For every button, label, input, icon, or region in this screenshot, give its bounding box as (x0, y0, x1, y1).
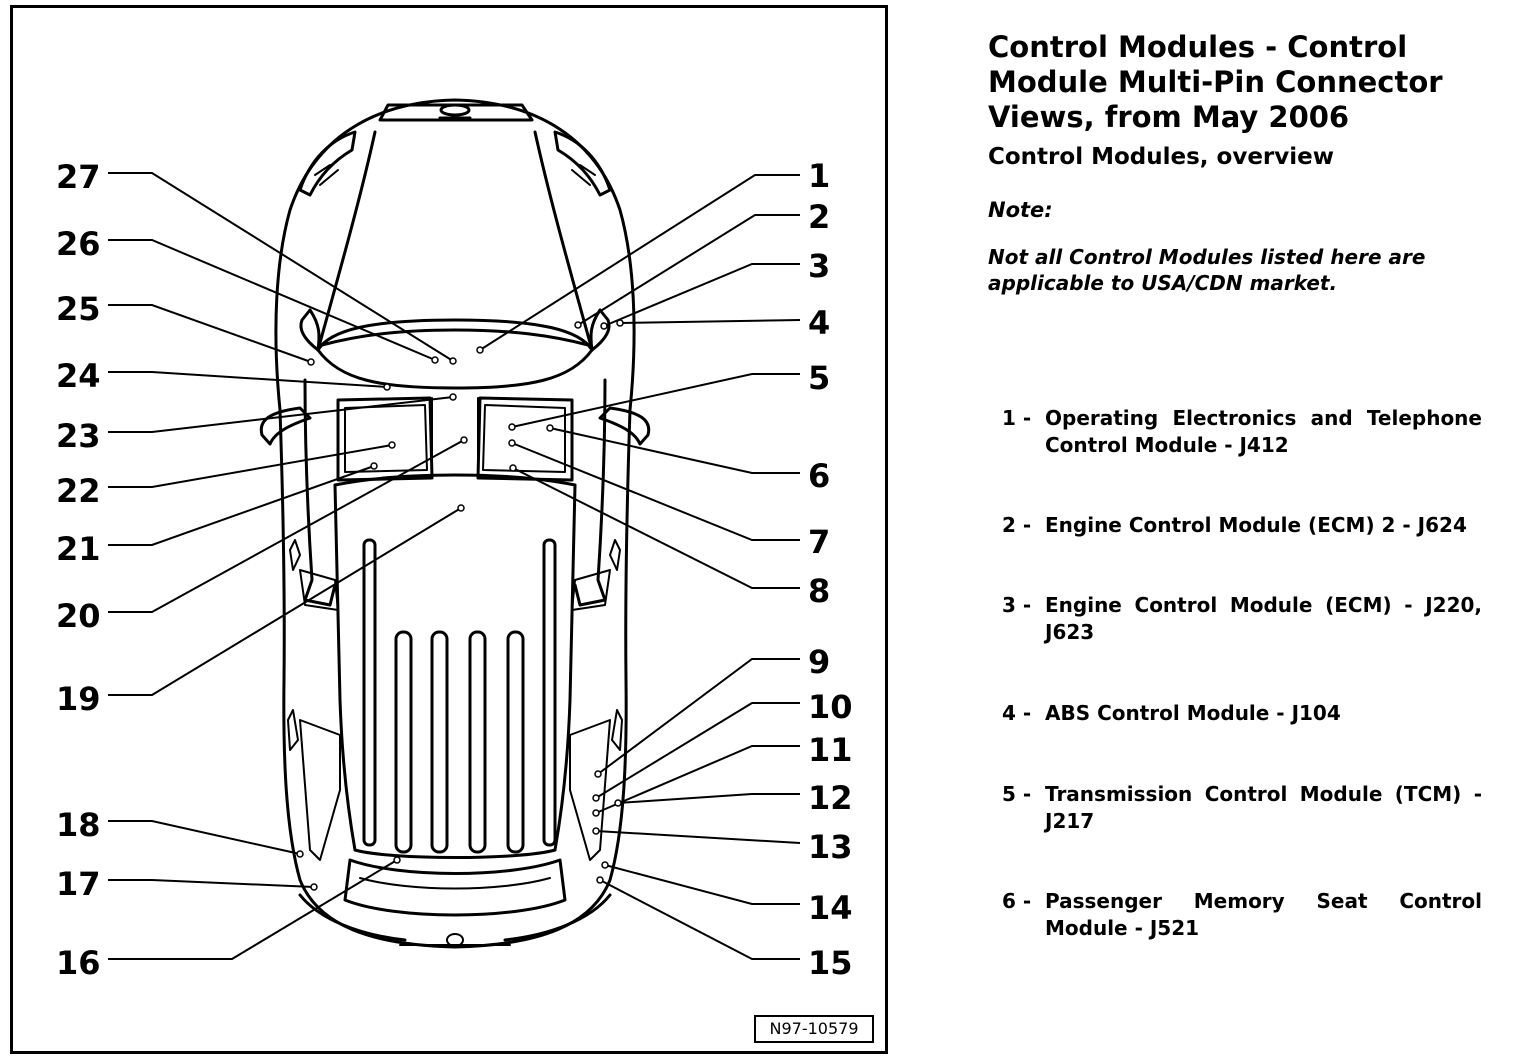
legend-number: 3 - (1002, 593, 1032, 617)
note-text: Not all Control Modules listed here are … (988, 245, 1426, 295)
callout-15: 15 (808, 944, 853, 982)
callout-6: 6 (808, 457, 830, 495)
legend-number: 5 - (1002, 782, 1032, 806)
connector-points (296, 319, 624, 891)
callout-12: 12 (808, 779, 853, 817)
legend-number: 1 - (1002, 406, 1032, 430)
legend-number: 4 - (1002, 701, 1032, 725)
callout-18: 18 (56, 806, 101, 844)
callout-7: 7 (808, 523, 830, 561)
callout-16: 16 (56, 944, 101, 982)
callout-8: 8 (808, 572, 830, 610)
callout-13: 13 (808, 828, 853, 866)
callout-22: 22 (56, 472, 101, 510)
legend-number: 6 - (1002, 889, 1032, 913)
callout-27: 27 (56, 158, 101, 196)
callout-24: 24 (56, 357, 101, 395)
callout-26: 26 (56, 225, 101, 263)
callout-14: 14 (808, 889, 853, 927)
legend-number: 2 - (1002, 513, 1032, 537)
legend-text: Transmission Control Module (TCM) - J217 (1045, 782, 1482, 833)
roof-rails (362, 538, 557, 854)
callout-9: 9 (808, 643, 830, 681)
legend-text: ABS Control Module - J104 (1045, 701, 1341, 725)
figure-id-label: N97-10579 (754, 1015, 874, 1043)
legend-text: Passenger Memory Seat Control Module - J… (1045, 889, 1482, 940)
callout-4: 4 (808, 304, 830, 342)
legend-text: Engine Control Module (ECM) - J220, J623 (1045, 593, 1482, 644)
callout-17: 17 (56, 865, 101, 903)
callout-10: 10 (808, 688, 853, 726)
vehicle-outline (259, 98, 651, 949)
leader-lines (108, 172, 801, 960)
text-column: Control Modules - Control Module Multi-P… (988, 30, 1484, 296)
figure-frame (10, 5, 888, 1054)
callout-5: 5 (808, 359, 830, 397)
page-title: Control Modules - Control Module Multi-P… (988, 30, 1443, 134)
callout-3: 3 (808, 247, 830, 285)
callout-23: 23 (56, 417, 101, 455)
legend-text: Operating Electronics and Telephone Cont… (1045, 406, 1482, 457)
section-subtitle: Control Modules, overview (988, 144, 1334, 170)
callout-1: 1 (808, 157, 830, 195)
callout-2: 2 (808, 198, 830, 236)
callout-25: 25 (56, 290, 101, 328)
legend-list: 1 - Operating Electronics and Telephone … (988, 0, 1484, 1062)
callout-20: 20 (56, 597, 101, 635)
callout-21: 21 (56, 530, 101, 568)
callout-numbers: 1 2 3 4 5 6 7 8 9 10 11 12 13 14 15 16 1… (56, 157, 853, 982)
note-label: Note: (988, 198, 1053, 222)
callout-11: 11 (808, 731, 853, 769)
legend-text: Engine Control Module (ECM) 2 - J624 (1045, 513, 1467, 537)
callout-19: 19 (56, 680, 101, 718)
